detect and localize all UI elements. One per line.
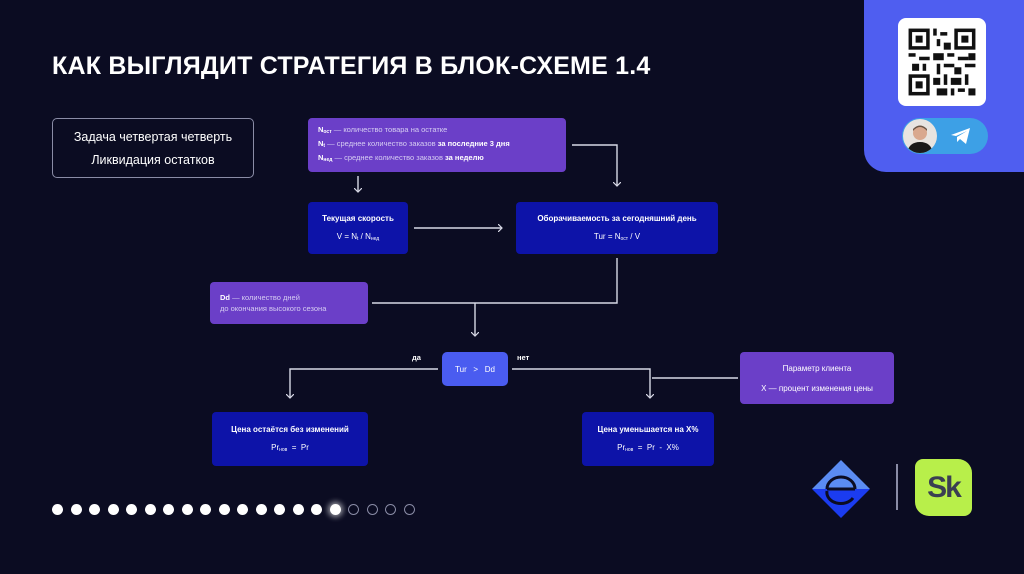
slide-pagination bbox=[52, 504, 415, 515]
logo-divider bbox=[896, 464, 898, 510]
definition-item: Nнед — среднее количество заказов за нед… bbox=[318, 153, 484, 163]
avatar-portrait bbox=[907, 125, 933, 153]
task-subtitle: Ликвидация остатков bbox=[91, 152, 215, 167]
connector-turnover-down bbox=[475, 258, 618, 304]
pagination-dot[interactable] bbox=[292, 504, 304, 515]
pagination-dot[interactable] bbox=[144, 504, 156, 515]
season-days-box: Dd — количество дней до окончания высоко… bbox=[210, 282, 368, 324]
pagination-dot[interactable] bbox=[89, 504, 100, 515]
pagination-dot[interactable] bbox=[311, 504, 322, 515]
client-parameter-text: X — процент изменения цены bbox=[761, 383, 873, 393]
pagination-dot[interactable] bbox=[70, 504, 82, 515]
turnover-heading: Оборачиваемость за сегодняшний день bbox=[537, 214, 697, 223]
connector-defs-to-turnover bbox=[572, 144, 617, 186]
pagination-dot[interactable] bbox=[237, 504, 248, 515]
slide-title: КАК ВЫГЛЯДИТ СТРАТЕГИЯ В БЛОК-СХЕМЕ 1.4 bbox=[52, 52, 651, 80]
pagination-dot[interactable] bbox=[274, 504, 285, 515]
qr-code-graphic bbox=[908, 28, 976, 96]
turnover-formula: Tur = Nост / V bbox=[593, 232, 641, 242]
connector-no-branch bbox=[512, 368, 650, 398]
pagination-dot[interactable] bbox=[348, 504, 359, 515]
decision-condition: Tur > Dd bbox=[455, 364, 495, 374]
skolkovo-logo: Sk bbox=[915, 459, 972, 516]
yes-label: да bbox=[412, 353, 421, 362]
decision-box: Tur > Dd bbox=[442, 352, 508, 386]
price-unchanged-box: Цена остаётся без изменений Prнов = Pr bbox=[212, 412, 368, 466]
pagination-dot[interactable] bbox=[218, 504, 230, 515]
pagination-dot-current[interactable] bbox=[329, 504, 341, 515]
connector-yes-branch bbox=[290, 368, 438, 398]
pagination-dot[interactable] bbox=[181, 504, 193, 515]
client-parameter-box: Параметр клиента X — процент изменения ц… bbox=[740, 352, 894, 404]
client-parameter-heading: Параметр клиента bbox=[782, 363, 852, 373]
pagination-dot[interactable] bbox=[403, 504, 415, 515]
definition-item: Nост — количество товара на остатке bbox=[318, 125, 448, 135]
speed-heading: Текущая скорость bbox=[322, 214, 394, 223]
pagination-dot[interactable] bbox=[163, 504, 174, 515]
no-label: нет bbox=[517, 353, 530, 362]
diamond-e-logo bbox=[810, 458, 872, 525]
turnover-box: Оборачиваемость за сегодняшний день Tur … bbox=[516, 202, 718, 254]
task-title: Задача четвертая четверть bbox=[73, 129, 233, 144]
definition-item: Nt — среднее количество заказов за после… bbox=[318, 139, 510, 149]
pagination-dot[interactable] bbox=[255, 504, 267, 515]
price-unchanged-heading: Цена остаётся без изменений bbox=[231, 425, 349, 434]
qr-code-icon[interactable] bbox=[898, 18, 986, 106]
pagination-dot[interactable] bbox=[385, 504, 396, 515]
pagination-dot[interactable] bbox=[200, 504, 211, 515]
price-decrease-box: Цена уменьшается на X% Prнов = Pr - X% bbox=[582, 412, 714, 466]
pagination-dot[interactable] bbox=[366, 504, 378, 515]
price-decrease-formula: Prнов = Pr - X% bbox=[617, 443, 679, 453]
task-box: Задача четвертая четверть Ликвидация ост… bbox=[52, 118, 254, 178]
season-days-line1: Dd — количество дней bbox=[220, 293, 300, 302]
season-days-line2: до окончания высокого сезона bbox=[220, 304, 327, 313]
telegram-icon bbox=[951, 128, 970, 144]
pagination-dot[interactable] bbox=[52, 504, 63, 515]
pagination-dot[interactable] bbox=[126, 504, 137, 515]
definitions-box: Nост — количество товара на остатке Nt —… bbox=[308, 118, 566, 172]
current-speed-box: Текущая скорость V = Nt / Nнед bbox=[308, 202, 408, 254]
speed-formula: V = Nt / Nнед bbox=[336, 232, 380, 242]
pagination-dot[interactable] bbox=[107, 504, 119, 515]
avatar bbox=[903, 119, 937, 153]
price-unchanged-formula: Prнов = Pr bbox=[271, 443, 309, 453]
price-decrease-heading: Цена уменьшается на X% bbox=[597, 425, 699, 434]
